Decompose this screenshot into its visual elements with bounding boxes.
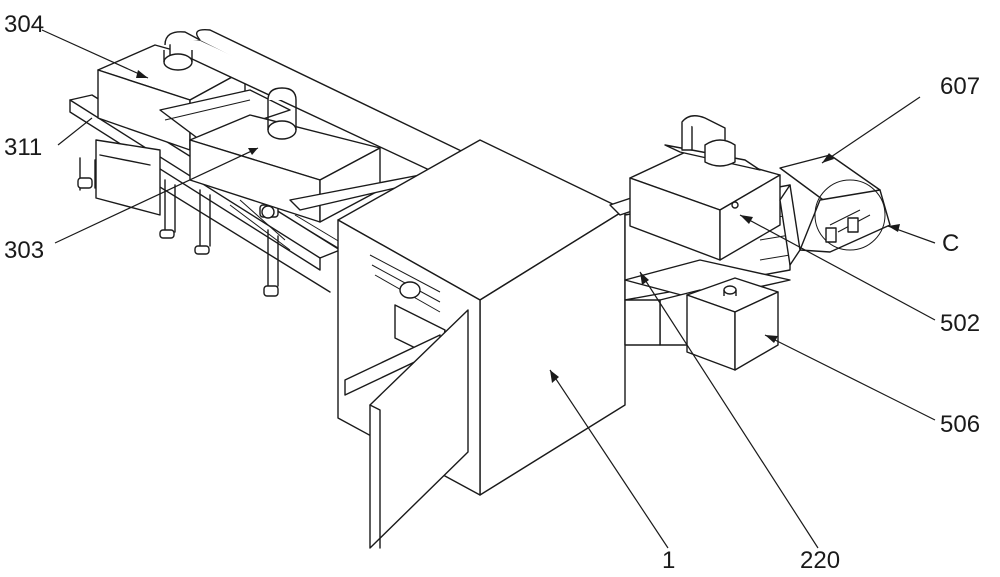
unit-502 — [629, 115, 781, 261]
left-conveyor-frame — [69, 94, 341, 297]
label-311: 311 — [4, 134, 42, 161]
label-1: 1 — [662, 547, 675, 574]
label-303: 303 — [4, 237, 44, 264]
label-506: 506 — [940, 411, 980, 438]
oven-unit-303 — [189, 114, 431, 256]
cabinet-door — [369, 309, 469, 549]
label-607: 607 — [940, 73, 980, 100]
label-c: C — [942, 230, 959, 257]
label-304: 304 — [4, 11, 44, 38]
leader-lines — [41, 29, 936, 549]
oven-unit-304 — [97, 44, 291, 151]
label-220: 220 — [800, 547, 840, 574]
collector-607 — [779, 154, 891, 266]
label-502: 502 — [940, 310, 980, 337]
tank-506 — [686, 277, 779, 371]
